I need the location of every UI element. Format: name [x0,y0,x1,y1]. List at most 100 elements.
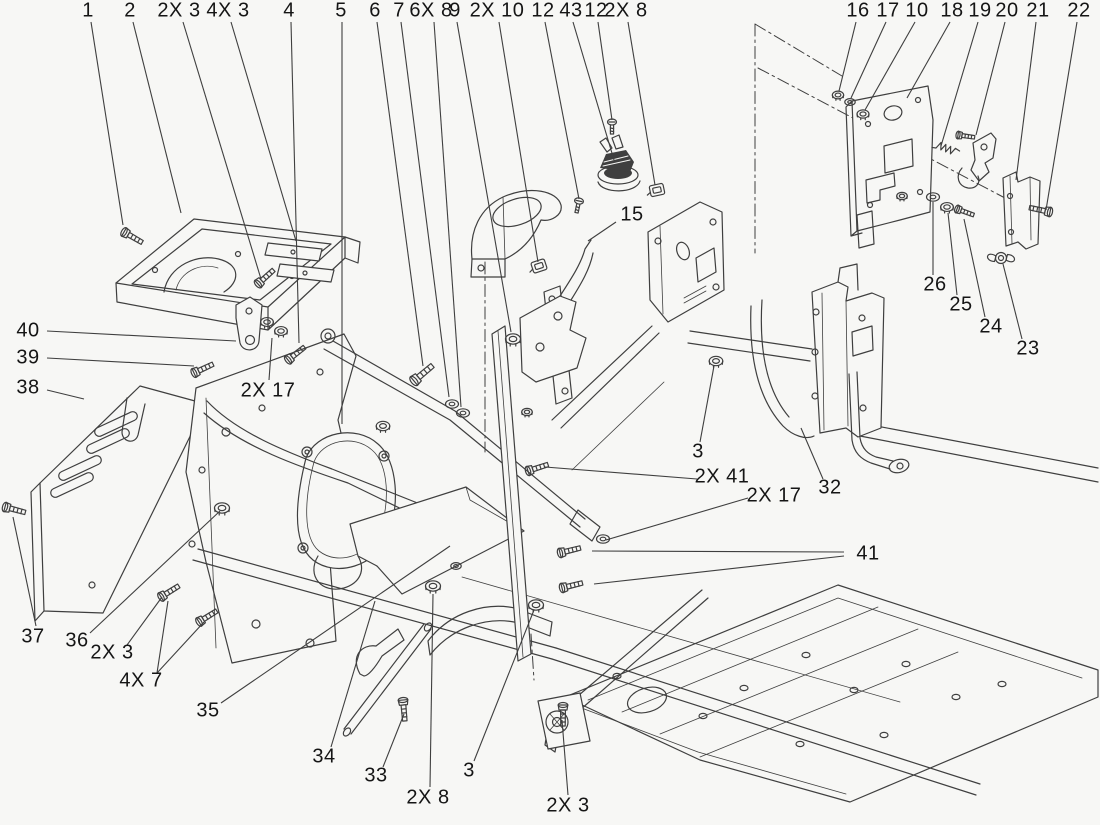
callout-label: 5 [335,0,347,22]
leader-line [157,622,204,673]
leader-line [545,467,697,479]
leader-line [13,517,36,626]
leader-line [907,22,950,98]
callout-label: 3 [692,440,704,463]
callout-label: 24 [979,315,1003,338]
callout-label: 10 [905,0,929,22]
leader-line [700,366,714,442]
callout-label: 4 [283,0,295,22]
leader-line [964,219,985,317]
mounting-straps [265,243,334,282]
leader-line [976,22,1005,135]
callout-label: 2 [124,0,136,22]
callout-label: 2X 8 [406,786,450,809]
leader-line [573,22,614,160]
leader-line [47,390,84,399]
callout-label: 39 [16,346,40,369]
floor-pan [565,585,1098,802]
callout-label: 36 [65,629,89,652]
callout-label: 4X 7 [119,669,163,692]
callout-label: 22 [1067,0,1091,22]
brace-arms [204,329,600,541]
callout-label: 17 [876,0,900,22]
leader-line [331,601,375,747]
disc-bracket [538,693,590,749]
leader-line [291,22,299,343]
leader-line [430,594,433,787]
callout-label: 12 [531,0,555,22]
leader-line [127,597,162,645]
leader-line [628,22,655,185]
callout-label: 4X 3 [206,0,250,22]
cover-plate [350,487,524,594]
callout-label: 16 [846,0,870,22]
leader-line [401,22,449,397]
leader-line [90,511,220,633]
callout-label: 6X 8 [409,0,453,22]
leader-line [183,22,261,279]
callout-label: 2X 8 [604,0,648,22]
callout-label: 25 [949,293,973,316]
leader-line [269,338,272,380]
callout-label: 33 [364,764,388,787]
leader-line [839,22,856,91]
callout-label: 15 [620,203,644,226]
callout-label: 40 [16,319,40,342]
leader-line [474,610,534,761]
leader-line [499,22,538,262]
callout-label: 2X 17 [746,484,802,507]
leader-line [865,22,915,110]
cover-scoop [471,191,561,277]
callout-label: 6 [369,0,381,22]
leader-line [545,22,579,199]
leader-line [133,22,181,213]
callout-label: 2X 3 [157,0,201,22]
leader-line [91,22,123,225]
leader-line [47,331,236,341]
callout-label: 35 [196,699,220,722]
callout-label: 7 [393,0,405,22]
leader-line [221,546,450,703]
callout-label: 2X 41 [694,465,750,488]
leader-line [383,714,404,767]
callout-label: 2X 3 [90,641,134,664]
leader-line [457,22,511,332]
callout-label: 12 [584,0,608,22]
leader-line [592,551,844,552]
callout-label: 21 [1026,0,1050,22]
leader-line [1003,264,1022,339]
leader-lines-layer [13,22,1077,795]
callout-label: 26 [923,273,947,296]
leader-line [594,556,844,584]
callout-label: 19 [968,0,992,22]
callout-label: 18 [940,0,964,22]
callout-label: 9 [449,0,461,22]
pivot-arm [236,297,262,350]
leader-line [1016,22,1036,180]
callout-label: 41 [856,542,880,565]
lift-rod [342,622,433,738]
callout-label: 3 [463,759,475,782]
latch-lever [932,133,1040,249]
callout-label: 23 [1016,337,1040,360]
keyswitch [598,135,640,191]
leader-line [562,720,568,795]
leader-line [801,428,823,479]
leader-line [941,22,978,146]
callout-label: 2X 17 [240,379,296,402]
leader-line [948,213,957,295]
leader-line [588,222,616,241]
console-tower [492,202,724,661]
callout-label: 43 [559,0,583,22]
callout-label: 1 [82,0,94,22]
callout-label: 32 [818,476,842,499]
detail-latch-plate [846,86,933,248]
leader-line [157,601,168,673]
leader-line [606,498,748,540]
callout-label: 37 [21,625,45,648]
leader-line [377,22,423,366]
heat-shield-panel [31,386,206,621]
callout-label: 38 [16,376,40,399]
